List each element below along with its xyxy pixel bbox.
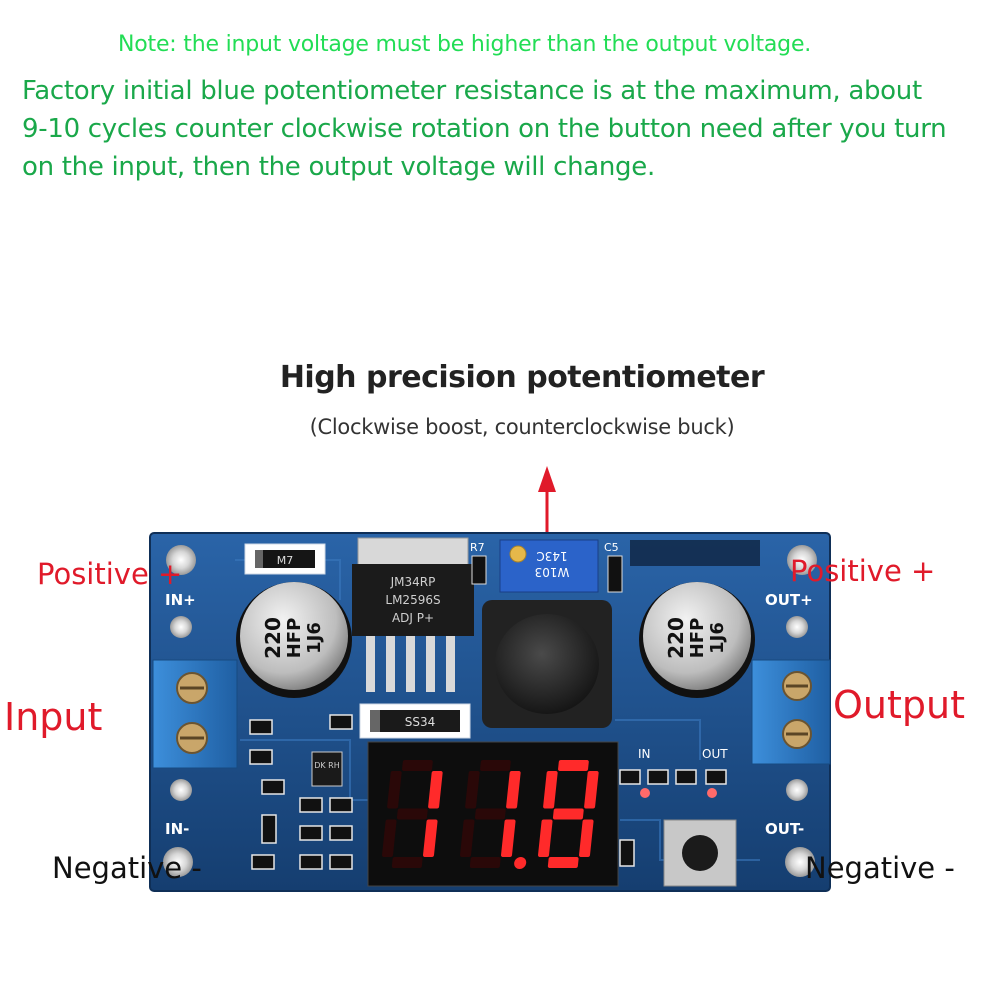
segment-f: [465, 771, 480, 809]
segment-f: [387, 771, 402, 809]
pcb-marking-strip: [630, 540, 760, 566]
segment-f: [543, 771, 558, 809]
silk-in-plus: IN+: [165, 591, 196, 609]
svg-text:1J6: 1J6: [304, 622, 325, 654]
svg-text:HFP: HFP: [284, 618, 305, 659]
segment-c: [579, 819, 594, 857]
svg-text:ADJ P+: ADJ P+: [392, 611, 434, 625]
capacitor-right: 220 HFP 1J6: [639, 582, 755, 698]
svg-text:143C: 143C: [536, 549, 567, 563]
label-positive-left: Positive +: [37, 557, 182, 591]
instructions-paragraph: Factory initial blue potentiometer resis…: [22, 72, 947, 186]
segment-d: [469, 857, 501, 868]
svg-text:M7: M7: [277, 554, 294, 567]
svg-text:LM2596S: LM2596S: [385, 593, 440, 607]
silk-led-out: OUT: [702, 747, 728, 761]
svg-text:SS34: SS34: [405, 715, 436, 729]
svg-text:1J6: 1J6: [707, 622, 728, 654]
output-terminal[interactable]: [751, 659, 831, 765]
inductor: [482, 600, 612, 728]
segment-a: [558, 760, 589, 771]
segment-d: [391, 857, 423, 868]
potentiometer-title: High precision potentiometer: [279, 360, 765, 395]
silk-out-minus: OUT-: [765, 820, 804, 838]
led-out-indicator: [707, 788, 717, 798]
segment-g: [474, 808, 506, 820]
mounting-holes: [163, 545, 817, 877]
decimal-point: [514, 857, 527, 869]
segment-e: [538, 819, 553, 857]
label-output: Output: [833, 683, 965, 727]
segment-g: [552, 808, 584, 820]
svg-text:JM34RP: JM34RP: [390, 575, 436, 589]
display-toggle-button[interactable]: [663, 819, 737, 887]
segment-b: [428, 771, 443, 809]
silk-led-in: IN: [638, 747, 651, 761]
svg-text:W103: W103: [535, 565, 570, 579]
label-positive-right: Positive +: [790, 554, 935, 588]
label-input: Input: [4, 695, 102, 739]
input-terminal[interactable]: [152, 659, 238, 769]
svg-text:DK RH: DK RH: [314, 761, 340, 770]
segment-a: [402, 760, 433, 771]
label-negative-left: Negative -: [52, 851, 202, 885]
svg-text:220: 220: [664, 617, 688, 659]
segment-e: [460, 819, 475, 857]
svg-text:HFP: HFP: [687, 618, 708, 659]
capacitor-c5: [607, 555, 623, 593]
instruction-line-1: Factory initial blue potentiometer resis…: [22, 76, 922, 106]
potentiometer[interactable]: W103 143C: [499, 539, 599, 593]
instruction-line-2: 9-10 cycles counter clockwise rotation o…: [22, 114, 947, 144]
svg-text:220: 220: [261, 617, 285, 659]
silk-c5: C5: [604, 541, 619, 554]
segment-d: [547, 857, 579, 868]
display-digit: [538, 760, 599, 868]
voltage-display: [367, 741, 619, 887]
label-negative-right: Negative -: [805, 851, 955, 885]
segment-c: [501, 819, 516, 857]
segment-b: [584, 771, 599, 809]
segment-a: [480, 760, 511, 771]
diode-ss34: SS34: [359, 703, 471, 739]
segment-e: [382, 819, 397, 857]
segment-b: [506, 771, 521, 809]
resistor-r7: [471, 555, 487, 585]
small-chip: DK RH: [311, 751, 343, 787]
diode-m7: M7: [244, 543, 326, 575]
silk-r7: R7: [470, 541, 485, 554]
silk-in-minus: IN-: [165, 820, 189, 838]
segment-c: [423, 819, 438, 857]
potentiometer-subtitle: (Clockwise boost, counterclockwise buck): [309, 415, 735, 439]
display-digit: [460, 760, 527, 869]
smd-components: [249, 714, 727, 870]
note-line: Note: the input voltage must be higher t…: [118, 32, 812, 57]
silk-out-plus: OUT+: [765, 591, 813, 609]
regulator-chip: JM34RP LM2596S ADJ P+: [352, 537, 474, 692]
display-digit: [382, 760, 443, 868]
display-digits: [382, 760, 599, 869]
instruction-line-3: on the input, then the output voltage wi…: [22, 152, 655, 182]
led-in-indicator: [640, 788, 650, 798]
segment-g: [396, 808, 428, 820]
capacitor-left: 220 HFP 1J6: [236, 582, 352, 698]
